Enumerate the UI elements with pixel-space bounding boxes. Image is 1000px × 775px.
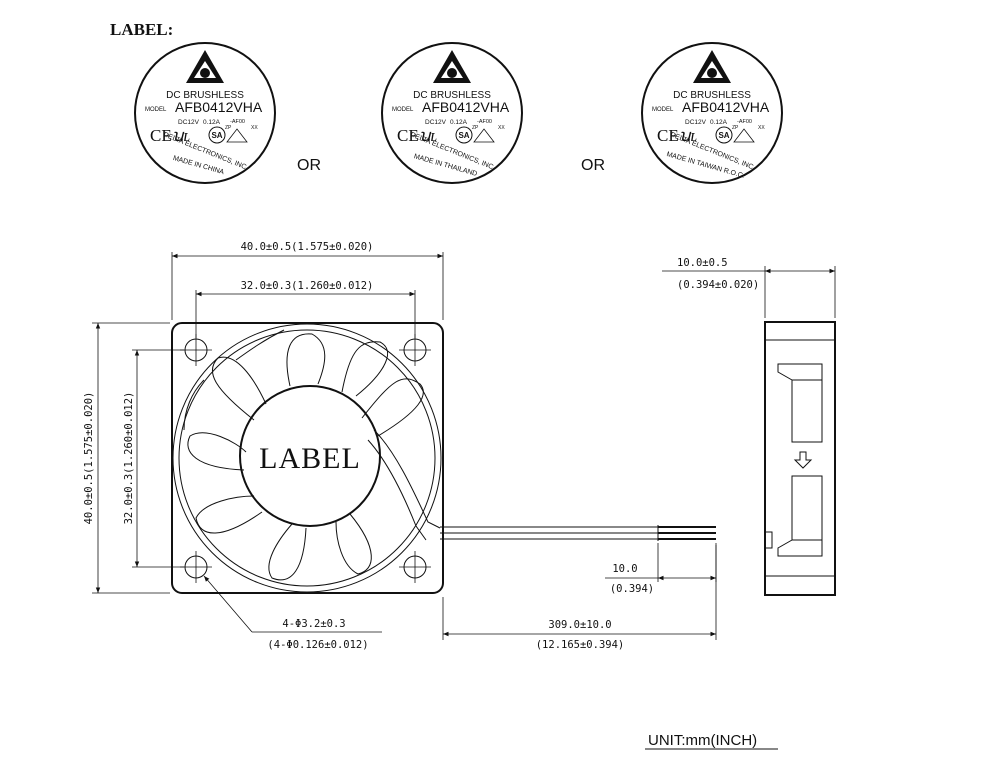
fan-blades	[183, 329, 424, 581]
fan-shroud-circle	[172, 323, 442, 593]
fan-side-view	[764, 321, 836, 596]
label-current-text: 0.12A	[450, 119, 468, 126]
csa-mark-icon: SA	[455, 126, 473, 144]
dim-hole-in-text: (4-Φ0.126±0.012)	[267, 639, 368, 651]
ul-mark-icon: ꭒʟ	[679, 126, 697, 145]
label-code2: XX	[498, 125, 505, 131]
label-voltage-text: DC12V	[425, 119, 447, 126]
delta-logo-icon	[433, 50, 471, 83]
dim-width-outer-text: 40.0±0.5(1.575±0.020)	[241, 241, 374, 253]
label-circle	[134, 42, 276, 184]
dim-lead-in-text: (12.165±0.394)	[536, 639, 625, 651]
ul-mark-icon: ꭒʟ	[172, 126, 190, 145]
label-model-prefix: MODEL	[652, 107, 674, 113]
label-heading: LABEL:	[110, 20, 173, 39]
mounting-hole-top-left	[180, 334, 212, 366]
mounting-hole-bottom-left	[180, 551, 212, 583]
dim-height-holes-text: 32.0±0.3(1.260±0.012)	[123, 392, 135, 525]
ce-mark-icon: CE	[657, 126, 679, 145]
label-type-text: DC BRUSHLESS	[673, 90, 751, 101]
csa-mark-icon: SA	[208, 126, 226, 144]
label-current-text: 0.12A	[710, 119, 728, 126]
dim-height-outer-text: 40.0±0.5(1.575±0.020)	[83, 392, 95, 525]
label-type-text: DC BRUSHLESS	[413, 90, 491, 101]
side-upper-block	[777, 363, 823, 443]
label-current-text: 0.12A	[203, 119, 221, 126]
delta-logo-icon	[186, 50, 224, 83]
dim-depth-in-text: (0.394±0.020)	[677, 279, 759, 291]
label-model-prefix: MODEL	[392, 107, 414, 113]
dim-depth-mm-text: 10.0±0.5	[677, 257, 728, 269]
dim-lead-mm-text: 309.0±10.0	[548, 619, 611, 631]
wire-strut	[367, 429, 441, 541]
dim-strip-in-text: (0.394)	[610, 583, 654, 595]
csa-mark-icon: SA	[715, 126, 733, 144]
dim-strip-length: 10.0 (0.394)	[605, 543, 717, 595]
label-code1: ZP	[225, 125, 232, 131]
svg-text:SA: SA	[458, 131, 469, 140]
label-model-text: AFB0412VHA	[682, 99, 770, 115]
label-voltage-text: DC12V	[178, 119, 200, 126]
unit-note: UNIT:mm(INCH)	[648, 732, 757, 749]
label-code1: ZP	[732, 125, 739, 131]
label-circle	[641, 42, 783, 184]
airflow-arrow-icon	[793, 451, 813, 469]
vde-mark-icon	[226, 128, 248, 143]
fan-front-view: LABEL	[171, 322, 716, 594]
dim-width-holes: 32.0±0.3(1.260±0.012)	[195, 280, 416, 338]
vde-mark-icon	[733, 128, 755, 143]
label-variant-thailand: DC BRUSHLESS MODEL AFB0412VHA DC12V 0.12…	[381, 42, 523, 184]
label-model-text: AFB0412VHA	[175, 99, 263, 115]
label-suffix-text: -AF00	[477, 119, 492, 125]
label-code2: XX	[758, 125, 765, 131]
label-voltage-text: DC12V	[685, 119, 707, 126]
delta-logo-icon	[693, 50, 731, 83]
label-code1: ZP	[472, 125, 479, 131]
label-circle	[381, 42, 523, 184]
or-separator-1: OR	[297, 157, 321, 174]
dim-lead-length: 309.0±10.0 (12.165±0.394)	[442, 545, 717, 651]
mounting-hole-top-right	[399, 334, 431, 366]
svg-text:SA: SA	[211, 131, 222, 140]
fan-hub-label: LABEL	[259, 442, 361, 475]
or-separator-2: OR	[581, 157, 605, 174]
fan-frame	[171, 322, 444, 594]
mounting-hole-bottom-right	[399, 551, 431, 583]
svg-text:SA: SA	[718, 131, 729, 140]
dim-hole-mm-text: 4-Φ3.2±0.3	[282, 618, 345, 630]
label-suffix-text: -AF00	[737, 119, 752, 125]
dim-height-outer: 40.0±0.5(1.575±0.020)	[83, 322, 170, 594]
lead-wires	[440, 525, 716, 541]
label-suffix-text: -AF00	[230, 119, 245, 125]
dim-width-holes-text: 32.0±0.3(1.260±0.012)	[241, 280, 374, 292]
dim-strip-mm-text: 10.0	[612, 563, 637, 575]
label-type-text: DC BRUSHLESS	[166, 90, 244, 101]
label-variant-china: DC BRUSHLESS MODEL AFB0412VHA DC12V 0.12…	[134, 42, 276, 184]
label-model-text: AFB0412VHA	[422, 99, 510, 115]
ul-mark-icon: ꭒʟ	[419, 126, 437, 145]
label-variant-taiwan: DC BRUSHLESS MODEL AFB0412VHA DC12V 0.12…	[641, 42, 783, 184]
label-model-prefix: MODEL	[145, 107, 167, 113]
fan-shroud-inner	[178, 329, 436, 587]
dim-depth: 10.0±0.5 (0.394±0.020)	[662, 257, 836, 318]
side-lower-block	[777, 475, 823, 557]
dim-height-holes: 32.0±0.3(1.260±0.012)	[123, 349, 184, 568]
dim-hole-callout: 4-Φ3.2±0.3 (4-Φ0.126±0.012)	[203, 575, 382, 651]
side-frame	[764, 321, 836, 596]
label-code2: XX	[251, 125, 258, 131]
vde-mark-icon	[473, 128, 495, 143]
ce-mark-icon: CE	[397, 126, 419, 145]
dim-width-outer: 40.0±0.5(1.575±0.020)	[171, 241, 444, 320]
ce-mark-icon: CE	[150, 126, 172, 145]
